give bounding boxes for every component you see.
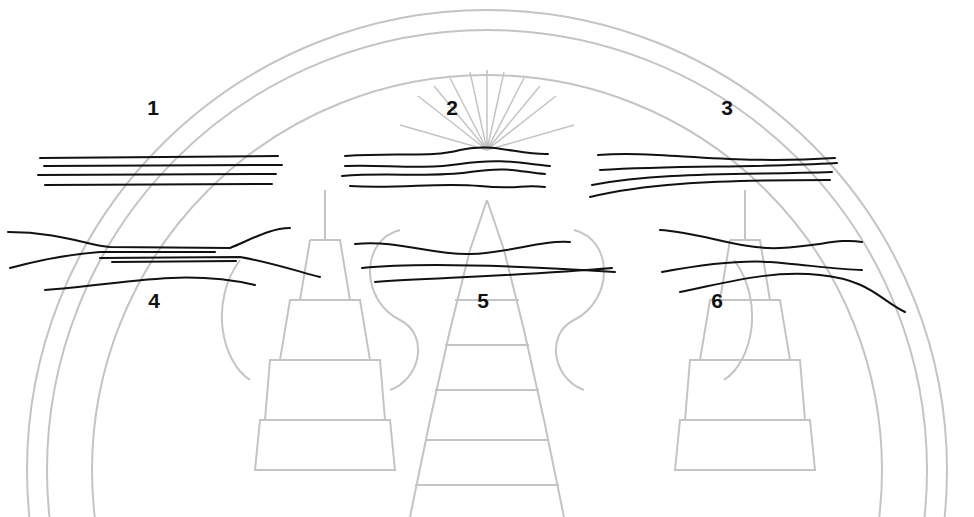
callout-number: 4 xyxy=(148,290,160,311)
fibre-group-3 xyxy=(590,154,837,197)
fibre-group-5 xyxy=(355,242,615,282)
seal-ring xyxy=(27,10,947,517)
sun-rays xyxy=(400,70,574,150)
callout-number: 6 xyxy=(711,290,723,311)
right-tower xyxy=(675,190,815,470)
fibre-group-1 xyxy=(38,156,282,185)
callout-number: 5 xyxy=(477,290,489,311)
callout-number: 2 xyxy=(446,97,458,118)
fibre-group-2 xyxy=(342,147,550,187)
fibre-group-6 xyxy=(660,230,905,312)
seal-watermark xyxy=(27,10,947,517)
fibre-lines xyxy=(8,147,905,312)
seal-scrollwork xyxy=(222,230,752,390)
fibre-group-4 xyxy=(8,228,320,290)
central-spire xyxy=(410,200,564,517)
callout-number: 3 xyxy=(721,97,733,118)
callout-number: 1 xyxy=(147,97,159,118)
seal-ring xyxy=(47,30,927,517)
left-tower xyxy=(255,190,395,470)
